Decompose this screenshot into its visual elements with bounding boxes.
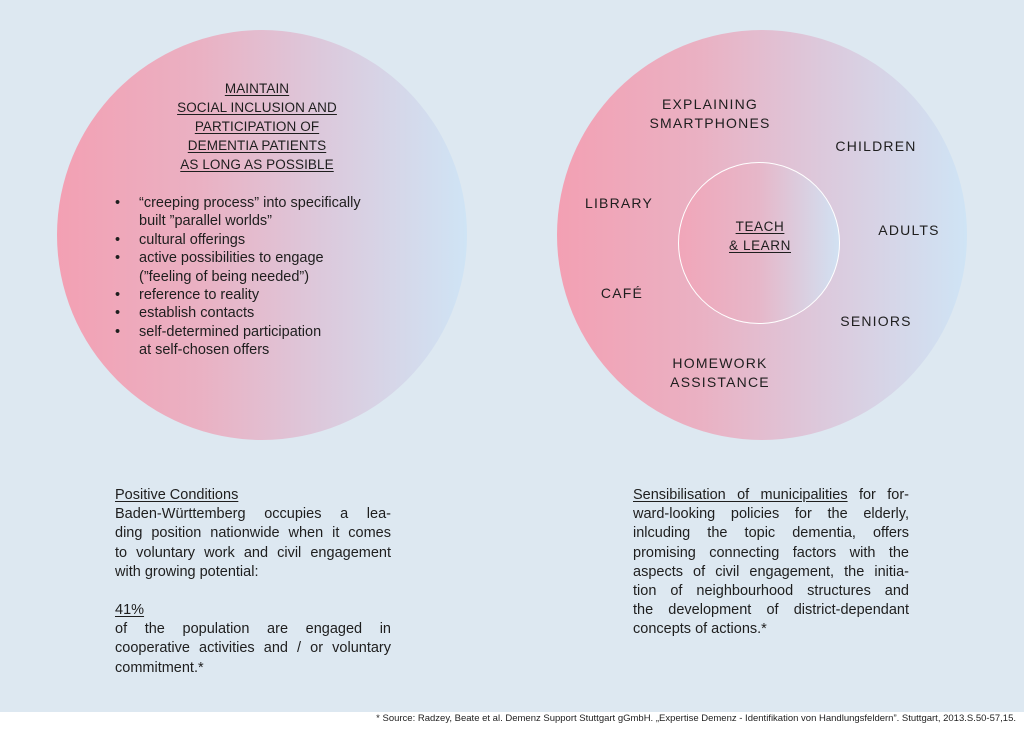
bullet-item: • establish contacts <box>113 304 403 322</box>
bullet-text: built ”parallel worlds” <box>139 213 272 230</box>
text-line: aspects of civil engagement, the initia- <box>633 563 909 580</box>
teach-and-learn-label: TEACH & LEARN <box>700 217 820 255</box>
label-line: EXPLAINING <box>661 96 759 112</box>
positive-conditions-text: Positive Conditions Baden-Württemberg oc… <box>115 486 391 678</box>
title-line: MAINTAIN <box>224 81 290 96</box>
center-line: & LEARN <box>729 238 791 253</box>
bullet-icon: • <box>115 195 121 211</box>
bullet-text: “creeping process” into specifically <box>139 195 361 211</box>
source-footnote: * Source: Radzey, Beate et al. Demenz Su… <box>376 713 1016 724</box>
label-children: CHILDREN <box>835 138 917 154</box>
text-fragment: for for- <box>847 487 909 503</box>
title-line: AS LONG AS POSSIBLE <box>180 157 334 172</box>
text-line: promising connecting factors with the <box>633 544 909 561</box>
bullet-item: • cultural offerings <box>113 231 403 249</box>
text-line: cooperative activities and / or voluntar… <box>115 640 391 657</box>
bullet-text: self-determined participation <box>139 323 322 340</box>
sensibilisation-text: Sensibilisation of municipalities for fo… <box>633 486 909 640</box>
title-line: DEMENTIA PATIENTS <box>187 138 327 153</box>
text-line: ward-looking policies for the elderly, <box>633 506 909 523</box>
stat-value: 41% <box>115 602 145 619</box>
text-line: concepts of actions.* <box>633 621 767 638</box>
bullet-icon: • <box>115 323 121 340</box>
text-line: commitment.* <box>115 659 204 676</box>
left-circle <box>57 30 467 440</box>
label-cafe: CAFÉ <box>600 285 644 301</box>
bullet-item: • self-determined participation at self-… <box>113 323 403 360</box>
bullet-item: • reference to reality <box>113 286 403 304</box>
positive-conditions-heading: Positive Conditions <box>115 487 239 503</box>
text-line: to voluntary work and civil engagement <box>115 544 391 561</box>
bullet-text: active possibilities to engage <box>139 250 324 267</box>
label-explaining-smartphones: EXPLAINING SMARTPHONES <box>640 95 780 133</box>
title-line: PARTICIPATION OF <box>194 119 320 134</box>
label-line: SMARTPHONES <box>649 115 771 131</box>
center-line: TEACH <box>735 219 785 234</box>
label-line: HOMEWORK <box>672 355 768 371</box>
bullet-text: cultural offerings <box>139 231 246 248</box>
label-line: ASSISTANCE <box>670 374 770 390</box>
bullet-list: • “creeping process” into specifically b… <box>113 194 403 360</box>
bullet-icon: • <box>115 287 121 304</box>
text-line: with growing potential: <box>115 563 259 580</box>
label-library: LIBRARY <box>584 195 654 211</box>
sensibilisation-heading: Sensibilisation of municipalities <box>633 487 848 503</box>
text-line: ding position nationwide when it comes <box>115 525 391 542</box>
text-line: Baden-Württemberg occupies a lea- <box>115 506 391 523</box>
bullet-icon: • <box>115 305 121 322</box>
text-line: tion of neighbourhood structures and <box>633 583 909 600</box>
inner-circle <box>678 162 840 324</box>
bullet-text: at self-chosen offers <box>139 342 270 359</box>
bullet-item: • active possibilities to engage (”feeli… <box>113 249 403 286</box>
bullet-icon: • <box>115 231 121 248</box>
text-line: of the population are engaged in <box>115 621 391 638</box>
text-line: Sensibilisation of municipalities for fo… <box>633 486 909 505</box>
label-homework-assistance: HOMEWORK ASSISTANCE <box>650 354 790 392</box>
label-seniors: SENIORS <box>840 313 912 329</box>
label-adults: ADULTS <box>878 222 940 238</box>
title-line: SOCIAL INCLUSION AND <box>177 100 337 115</box>
bullet-icon: • <box>115 250 121 267</box>
bullet-text: establish contacts <box>139 305 255 322</box>
bullet-text: reference to reality <box>139 287 260 304</box>
text-line: inlcuding the topic dementia, offers <box>633 525 909 542</box>
left-circle-title: MAINTAIN SOCIAL INCLUSION AND PARTICIPAT… <box>137 79 377 174</box>
bullet-text: (”feeling of being needed”) <box>139 268 310 285</box>
text-line: the development of district-dependant <box>633 602 909 619</box>
bullet-item: • “creeping process” into specifically b… <box>113 194 403 231</box>
